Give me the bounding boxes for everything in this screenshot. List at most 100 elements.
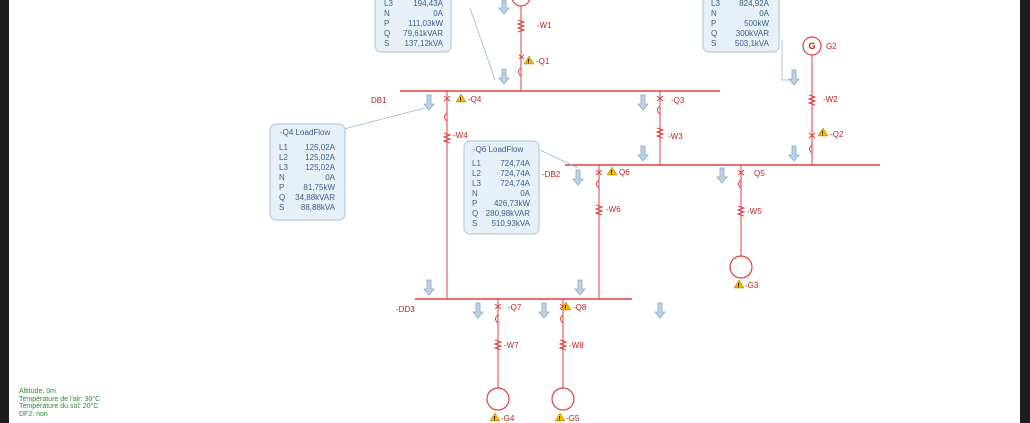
flow-arrow-icon (716, 167, 728, 184)
row-value: 724,74A (500, 179, 530, 188)
row-key: L2 (279, 153, 288, 162)
bus-label-db1: DB1 (371, 96, 387, 105)
window-frame-right (1020, 0, 1030, 423)
cable-symbol-w1 (516, 19, 526, 33)
row-key: P (279, 183, 284, 192)
box-title: -Q4 LoadFlow (280, 128, 330, 137)
svg-text:!: ! (738, 284, 740, 290)
feeder-q5-w5[interactable] (729, 165, 753, 279)
feeder-q4-w4[interactable] (442, 91, 452, 299)
row-value: 500kW (744, 19, 769, 28)
leader-line (539, 149, 579, 169)
label-q5: Q5 (754, 169, 765, 178)
row-value: 88,88kVA (301, 203, 336, 212)
flow-arrow-icon (637, 94, 649, 111)
row-value: 125,02A (305, 153, 335, 162)
label-w6: -W6 (606, 205, 621, 214)
row-key: L1 (279, 143, 288, 152)
feeder-w1-q1[interactable] (511, 0, 531, 91)
altitude-text: Altitude: 0m (19, 388, 56, 395)
feeder-q3-w3[interactable] (655, 91, 665, 165)
row-key: N (711, 9, 717, 18)
feeder-g2-w2-q2[interactable] (802, 36, 822, 165)
label-q3: -Q3 (671, 96, 685, 105)
flow-arrow-icon (498, 68, 510, 85)
row-value: 194,43A (413, 0, 443, 8)
loadflow-box-q6[interactable]: -Q6 LoadFlow L1 724,74A L2 724,74A L3 72… (463, 140, 540, 235)
label-q8: -Q8 (573, 303, 587, 312)
row-value: 426,73kW (494, 199, 530, 208)
warning-icon: ! (554, 412, 566, 423)
row-key: L3 (279, 163, 288, 172)
label-q1: -Q1 (536, 57, 550, 66)
bus-label-dd3: -DD3 (396, 305, 415, 314)
svg-text:!: ! (559, 417, 561, 423)
feeder-q6-w6[interactable] (594, 165, 604, 299)
row-value: 503,1kVA (735, 39, 770, 48)
label-w4: -W4 (453, 131, 468, 140)
loadflow-box-top-left[interactable]: L3 194,43A N 0A P 111,03kW Q 79,61kVAR S… (374, 0, 452, 53)
warning-icon: ! (489, 412, 501, 423)
row-key: S (279, 203, 284, 212)
row-key: Q (711, 29, 717, 38)
row-key: Q (472, 209, 478, 218)
label-g2: G2 (826, 42, 837, 51)
row-value: 111,03kW (408, 19, 443, 28)
label-q2: -Q2 (830, 130, 844, 139)
svg-text:!: ! (565, 306, 567, 312)
label-w2: -W2 (823, 95, 838, 104)
row-key: S (384, 39, 389, 48)
df2-text: DF2: non (19, 410, 48, 418)
row-value: 280,98kVAR (486, 209, 531, 218)
loadflow-box-top-right[interactable]: L3 824,92A N 0A P 500kW Q 300kVAR S 503,… (702, 0, 780, 53)
row-key: N (279, 173, 285, 182)
warning-icon: ! (817, 127, 829, 138)
row-value: 724,74A (500, 169, 530, 178)
row-value: 510,93kVA (491, 219, 530, 228)
breaker-contact-q1 (518, 67, 522, 77)
svg-text:!: ! (460, 98, 462, 104)
row-key: L3 (384, 0, 393, 8)
leader-line (781, 40, 790, 81)
row-key: L2 (472, 169, 481, 178)
warning-icon: ! (560, 301, 572, 312)
label-w7: -W7 (504, 341, 519, 350)
row-key: L3 (472, 179, 481, 188)
flow-arrow-icon (572, 169, 584, 186)
row-value: 0A (759, 9, 769, 18)
generator-g4[interactable] (486, 387, 510, 411)
warning-icon: ! (523, 55, 535, 66)
row-key: L3 (711, 0, 720, 8)
loadflow-box-q4[interactable]: -Q4 LoadFlow L1 125,02A L2 125,02A L3 12… (269, 123, 346, 221)
flow-arrow-icon (472, 302, 484, 319)
warning-icon: ! (606, 166, 618, 177)
flow-arrow-icon (538, 302, 550, 319)
label-w5: -W5 (747, 207, 762, 216)
air-temperature-text: Température de l'air: 30°C (19, 395, 101, 403)
row-value: 81,75kW (303, 183, 335, 192)
warning-icon: ! (733, 279, 745, 290)
feeder-q8-w8[interactable] (551, 299, 575, 411)
svg-text:!: ! (611, 171, 613, 177)
leader-line (339, 107, 426, 131)
row-key: Q (279, 193, 285, 202)
row-key: N (472, 189, 478, 198)
flow-arrow-icon (423, 94, 435, 111)
label-g5: -G5 (566, 414, 580, 423)
breaker-symbol-q1 (518, 54, 525, 60)
row-key: S (711, 39, 716, 48)
row-value: 0A (325, 173, 335, 182)
generator-g3[interactable] (729, 255, 753, 279)
row-key: Q (384, 29, 390, 38)
generator-g5[interactable] (551, 387, 575, 411)
label-q6: Q6 (619, 168, 630, 177)
feeder-q7-w7[interactable] (486, 299, 510, 411)
row-key: N (384, 9, 390, 18)
svg-text:!: ! (528, 60, 530, 66)
warning-icon: ! (455, 93, 467, 104)
row-value: 0A (433, 9, 443, 18)
flow-arrow-icon (423, 279, 435, 296)
svg-text:!: ! (822, 132, 824, 138)
row-key: P (711, 19, 716, 28)
